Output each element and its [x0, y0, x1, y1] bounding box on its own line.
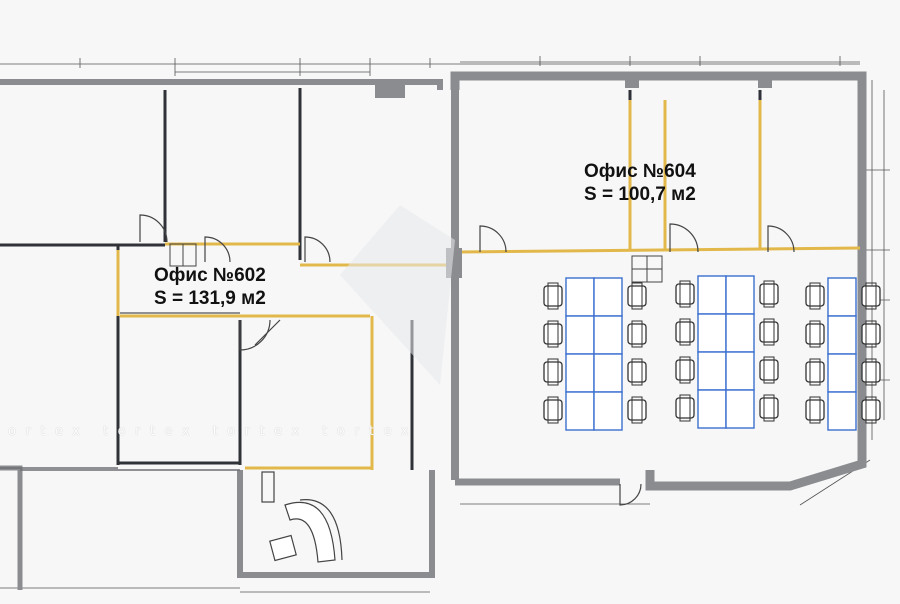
- shaft-grid: [169, 243, 663, 283]
- desk-icon: [725, 275, 755, 315]
- chair-icon: [759, 318, 779, 346]
- chair-icon: [675, 356, 695, 384]
- reception-desk-icon: [261, 471, 343, 563]
- chair-icon: [805, 282, 825, 310]
- chair-icon: [759, 280, 779, 308]
- room-label-604: Офис №604 S = 100,7 м2: [584, 160, 696, 206]
- chair-icon: [759, 394, 779, 422]
- desk-icon: [725, 313, 755, 353]
- chair-icon: [543, 358, 563, 386]
- desk-icon: [697, 275, 727, 315]
- dimension-lines-top: [0, 56, 860, 76]
- desk-icon: [697, 313, 727, 353]
- desk-icon: [725, 389, 755, 429]
- room-name-602: Офис №602: [154, 265, 266, 286]
- desk-icon: [827, 391, 857, 431]
- chair-icon: [759, 356, 779, 384]
- desk-icon: [725, 351, 755, 391]
- desk-icon: [593, 315, 623, 355]
- chair-icon: [627, 320, 647, 348]
- door-swing-icons: [139, 214, 795, 506]
- chair-icon: [627, 282, 647, 310]
- chair-icon: [543, 320, 563, 348]
- watermark-text: ortex tortex tortex tortex: [8, 424, 419, 439]
- chair-icon: [805, 320, 825, 348]
- workstation-desks: [565, 275, 857, 431]
- desk-icon: [593, 391, 623, 431]
- chair-icon: [627, 396, 647, 424]
- chair-icon: [861, 320, 881, 348]
- chair-icon: [861, 358, 881, 386]
- desk-icon: [565, 277, 595, 317]
- desk-icon: [827, 315, 857, 355]
- chair-icon: [675, 318, 695, 346]
- chair-icon: [861, 396, 881, 424]
- interior-walls: [0, 312, 240, 471]
- desk-icon: [593, 277, 623, 317]
- chair-icon: [543, 282, 563, 310]
- room-label-602: Офис №602 S = 131,9 м2: [154, 264, 266, 310]
- watermark-shape: [340, 205, 455, 385]
- chair-icon: [861, 282, 881, 310]
- workstation-chairs: [543, 280, 881, 424]
- room-area-604: S = 100,7 м2: [584, 184, 696, 205]
- desk-icon: [697, 389, 727, 429]
- desk-icon: [827, 353, 857, 393]
- chair-icon: [805, 358, 825, 386]
- desk-icon: [827, 277, 857, 317]
- desk-icon: [593, 353, 623, 393]
- desk-icon: [565, 353, 595, 393]
- chair-icon: [627, 358, 647, 386]
- chair-icon: [805, 396, 825, 424]
- chair-icon: [543, 396, 563, 424]
- desk-icon: [697, 351, 727, 391]
- chair-icon: [675, 394, 695, 422]
- room-name-604: Офис №604: [584, 161, 696, 182]
- dimension-lines-bottom: [0, 503, 650, 593]
- chair-icon: [675, 280, 695, 308]
- room-area-602: S = 131,9 м2: [154, 288, 266, 309]
- desk-icon: [565, 315, 595, 355]
